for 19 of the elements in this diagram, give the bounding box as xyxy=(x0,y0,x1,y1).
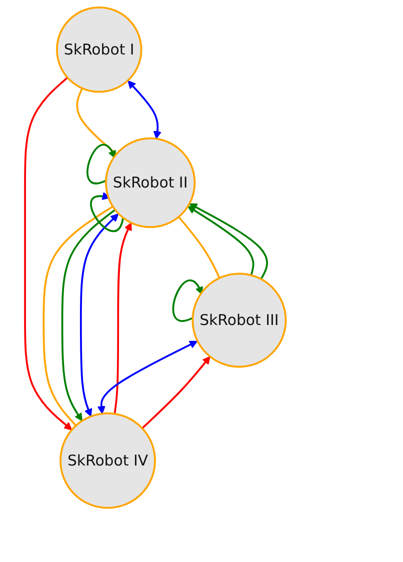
connector xyxy=(76,88,118,155)
node-circle: SkRobot II xyxy=(105,137,196,228)
arrow xyxy=(61,209,116,422)
arrow xyxy=(114,222,132,414)
arrow xyxy=(142,356,210,429)
arrow xyxy=(90,192,124,232)
arrow xyxy=(24,76,72,430)
node-circle: SkRobot IV xyxy=(60,412,156,509)
node-circle: SkRobot III xyxy=(192,272,287,368)
connector xyxy=(42,206,114,426)
node-circle: SkRobot I xyxy=(56,6,142,93)
arrow xyxy=(86,144,116,184)
arrow xyxy=(172,280,203,322)
connector xyxy=(178,216,220,278)
arrow xyxy=(80,214,119,417)
arrow xyxy=(188,206,254,276)
arrow xyxy=(128,80,162,140)
arrow xyxy=(189,203,268,280)
arrow xyxy=(97,340,198,414)
